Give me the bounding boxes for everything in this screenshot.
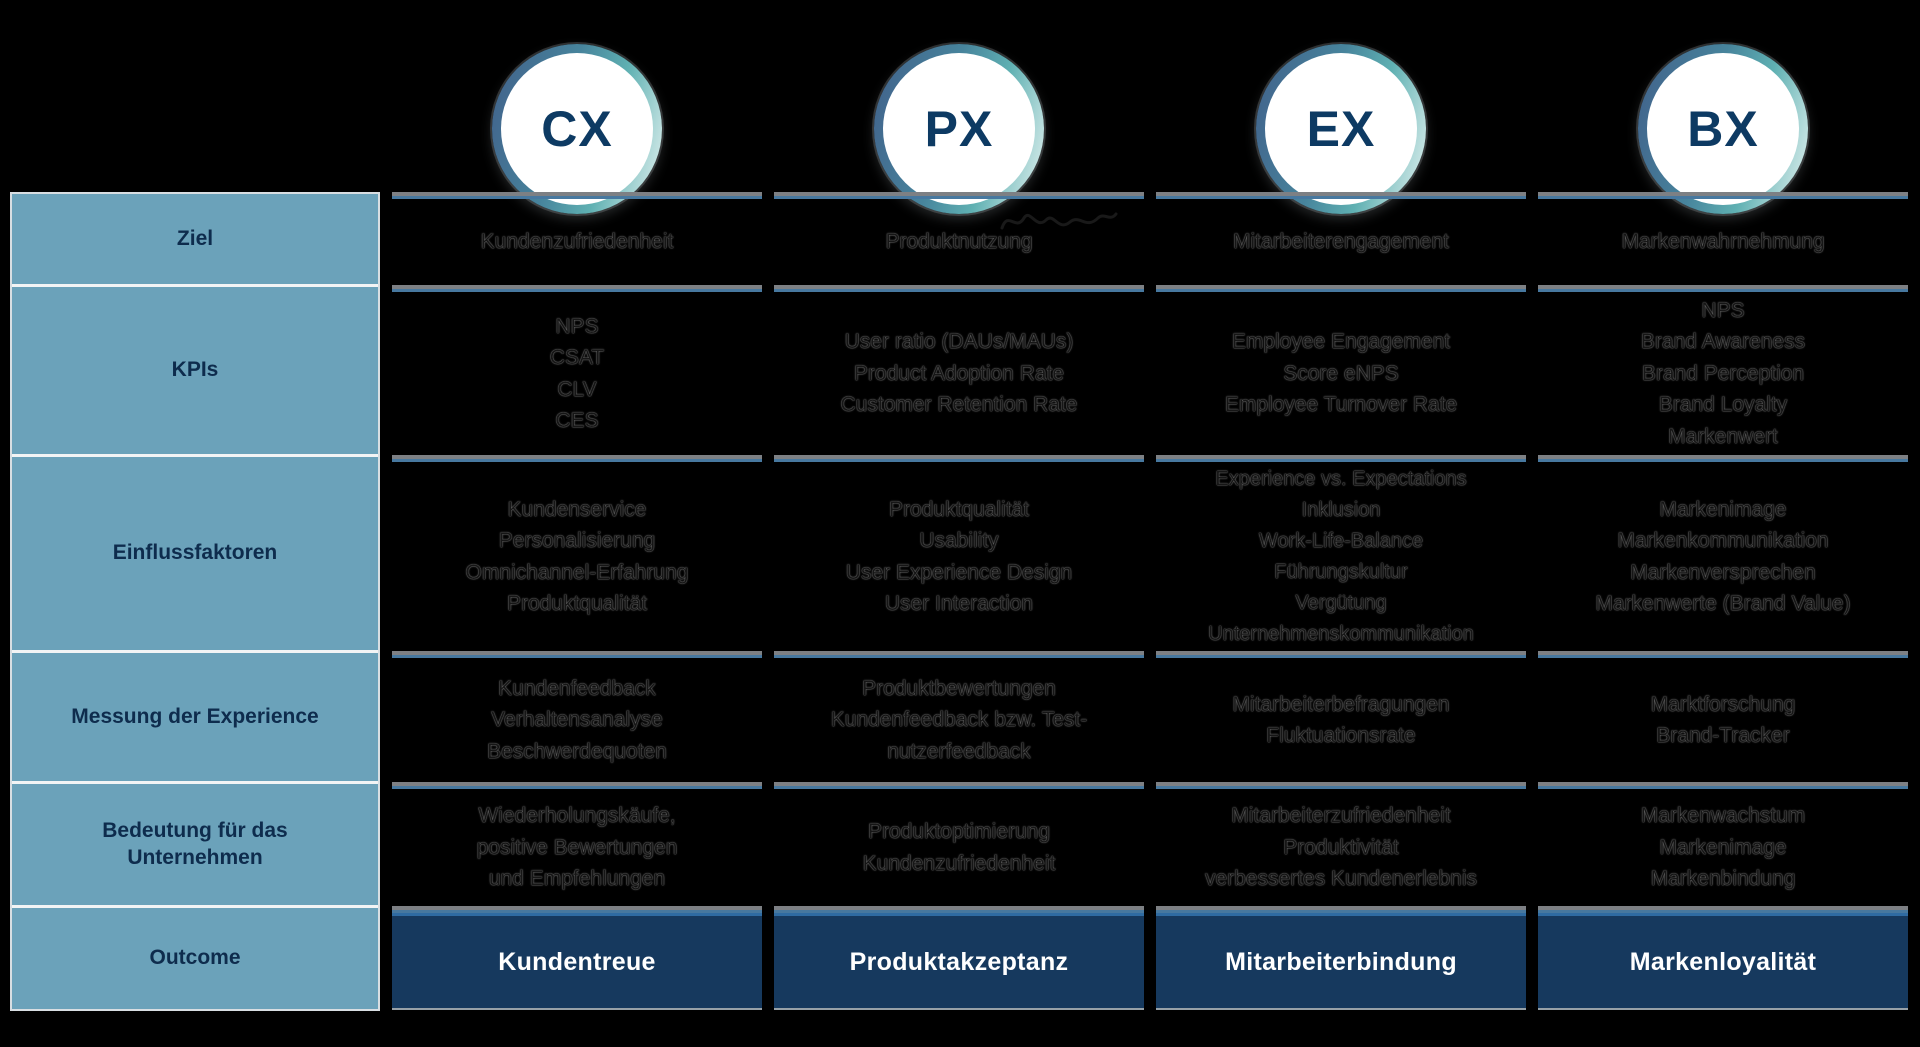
row-divider <box>392 285 762 292</box>
row-divider <box>1156 651 1526 658</box>
row-label-einflussfaktoren: Einflussfaktoren <box>12 457 378 653</box>
column-cx: CX Kundenzufriedenheit NPS CSAT CLV CES … <box>392 0 762 1047</box>
row-divider <box>1156 192 1526 199</box>
row-divider <box>392 906 762 913</box>
row-divider <box>392 782 762 789</box>
bx-bedeutung-text: Markenwachstum Markenimage Markenbindung <box>1640 804 1806 891</box>
row-divider <box>1156 782 1526 789</box>
px-circle-badge: PX <box>874 44 1044 214</box>
row-divider <box>774 285 1144 292</box>
ex-messung-text: Mitarbeiterbefragungen Fluktuationsrate <box>1232 692 1450 748</box>
row-divider <box>392 651 762 658</box>
row-divider <box>774 651 1144 658</box>
row-divider <box>1156 285 1526 292</box>
bx-outcome-box: Markenloyalität <box>1538 913 1908 1010</box>
row-divider <box>1156 455 1526 462</box>
row-divider <box>392 192 762 199</box>
cx-circle-badge: CX <box>492 44 662 214</box>
bx-badge-label: BX <box>1687 101 1759 157</box>
cx-messung-text: Kundenfeedback Verhaltensanalyse Beschwe… <box>487 676 667 763</box>
row-divider <box>1538 906 1908 913</box>
px-circle-inner: PX <box>883 53 1035 205</box>
row-divider <box>1538 192 1908 199</box>
bx-kpis-text: NPS Brand Awareness Brand Perception Bra… <box>1640 298 1806 448</box>
bx-ziel-text: Markenwahrnehmung <box>1621 230 1825 254</box>
px-einflussfaktoren-text: Produktqualität Usability User Experienc… <box>845 497 1073 616</box>
row-divider <box>1538 285 1908 292</box>
row-divider <box>1156 906 1526 913</box>
column-bx: BX Markenwahrnehmung NPS Brand Awareness… <box>1538 0 1908 1047</box>
ex-bedeutung-text: Mitarbeiterzufriedenheit Produktivität v… <box>1205 804 1477 891</box>
cx-outcome-box: Kundentreue <box>392 913 762 1010</box>
px-ziel-text: Produktnutzung <box>885 230 1033 254</box>
handwritten-scribble-artifact <box>1000 212 1118 230</box>
ex-ziel-text: Mitarbeiterengagement <box>1233 230 1449 254</box>
cx-einflussfaktoren-text: Kundenservice Personalisierung Omnichann… <box>465 497 689 616</box>
bx-einflussfaktoren-text: Markenimage Markenkommunikation Markenve… <box>1595 497 1851 616</box>
cx-ziel-text: Kundenzufriedenheit <box>480 230 674 254</box>
row-label-kpis: KPIs <box>12 287 378 457</box>
cx-circle-inner: CX <box>501 53 653 205</box>
cx-kpis-text: NPS CSAT CLV CES <box>549 314 605 433</box>
column-ex: EX Mitarbeiterengagement Employee Engage… <box>1156 0 1526 1047</box>
px-messung-text: Produktbewertungen Kundenfeedback bzw. T… <box>830 676 1088 763</box>
bx-circle-badge: BX <box>1638 44 1808 214</box>
ex-outcome-box: Mitarbeiterbindung <box>1156 913 1526 1010</box>
column-px: PX Produktnutzung User ratio (DAUs/MAUs)… <box>774 0 1144 1047</box>
ex-einflussfaktoren-text: Experience vs. Expectations Inklusion Wo… <box>1208 467 1474 645</box>
ex-circle-inner: EX <box>1265 53 1417 205</box>
row-label-messung: Messung der Experience <box>12 653 378 784</box>
row-label-outcome: Outcome <box>149 946 241 970</box>
row-label-ziel: Ziel <box>12 194 378 287</box>
px-outcome-box: Produktakzeptanz <box>774 913 1144 1010</box>
row-divider <box>1538 782 1908 789</box>
px-bedeutung-text: Produktoptimierung Kundenzufriedenheit <box>862 820 1056 875</box>
row-divider <box>774 192 1144 199</box>
cx-bedeutung-text: Wiederholungskäufe, positive Bewertungen… <box>476 804 678 891</box>
ex-circle-badge: EX <box>1256 44 1426 214</box>
row-label-sidebar: Ziel KPIs Einflussfaktoren Messung der E… <box>10 192 380 1011</box>
row-divider <box>774 782 1144 789</box>
row-divider <box>1538 455 1908 462</box>
ex-badge-label: EX <box>1306 101 1376 157</box>
ex-kpis-text: Employee Engagement Score eNPS Employee … <box>1224 330 1458 417</box>
cx-badge-label: CX <box>541 101 613 157</box>
row-divider <box>774 455 1144 462</box>
row-divider <box>774 906 1144 913</box>
px-kpis-text: User ratio (DAUs/MAUs) Product Adoption … <box>840 330 1078 417</box>
row-divider <box>392 455 762 462</box>
px-badge-label: PX <box>924 101 994 157</box>
row-divider <box>1538 651 1908 658</box>
bx-circle-inner: BX <box>1647 53 1799 205</box>
row-label-bedeutung: Bedeutung für das Unternehmen <box>12 784 378 908</box>
bx-messung-text: Marktforschung Brand-Tracker <box>1650 692 1796 748</box>
